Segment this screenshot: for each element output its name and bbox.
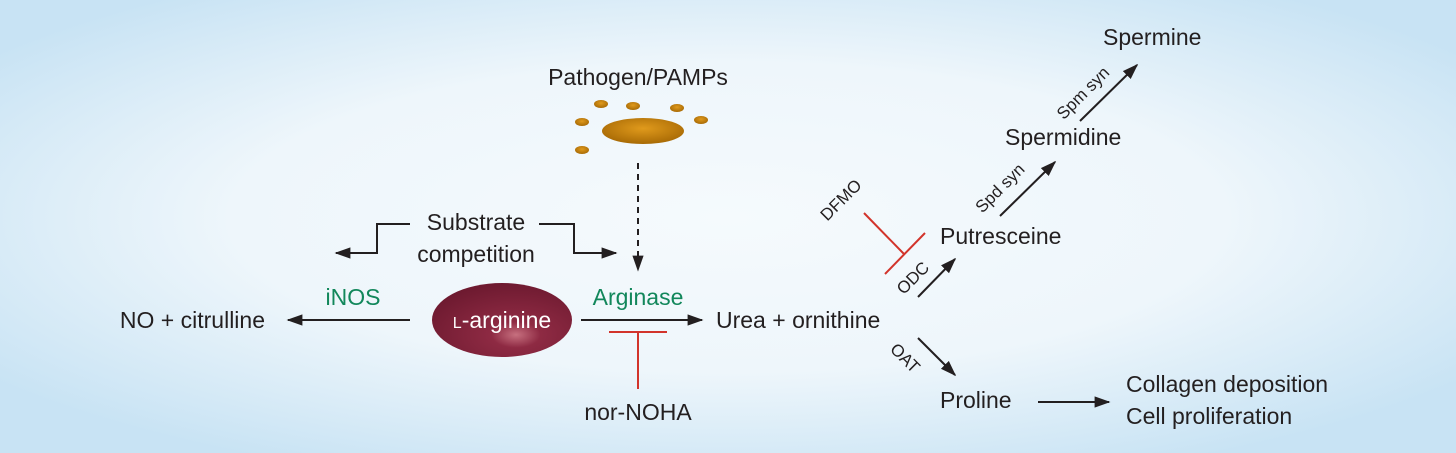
nor-noha-inhibitor <box>609 331 667 389</box>
no-citrulline-label: NO + citrulline <box>120 307 265 333</box>
competition-label: competition <box>417 241 535 267</box>
pathogen-label: Pathogen/PAMPs <box>548 64 728 90</box>
dfmo-label: DFMO <box>817 176 866 225</box>
l-arginine-text: -arginine <box>462 307 552 333</box>
cell-proliferation-label: Cell proliferation <box>1126 403 1292 429</box>
urea-ornithine-label: Urea + ornithine <box>716 307 880 333</box>
proline-label: Proline <box>940 387 1012 413</box>
competition-right-arrow <box>539 223 618 259</box>
spd-syn-label: Spd syn <box>972 160 1029 217</box>
spd-syn-arrow <box>999 160 1057 217</box>
l-arginine-prefix: L <box>453 315 462 332</box>
spm-syn-arrow <box>1079 63 1139 122</box>
spermidine-label: Spermidine <box>1005 124 1121 150</box>
substrate-label: Substrate <box>427 209 525 235</box>
l-arginine-label: L-arginine <box>453 307 551 333</box>
spermine-label: Spermine <box>1103 24 1201 50</box>
arginase-label: Arginase <box>593 284 684 310</box>
odc-arrow <box>917 257 957 298</box>
l-arginine-node <box>432 283 572 357</box>
odc-label: ODC <box>893 258 933 298</box>
dfmo-inhibitor <box>863 212 926 275</box>
putresceine-label: Putresceine <box>940 223 1061 249</box>
pathogen-icon <box>575 100 708 154</box>
inos-label: iNOS <box>326 284 381 310</box>
oat-arrow <box>917 337 957 377</box>
competition-left-arrow <box>334 223 410 259</box>
spm-syn-label: Spm syn <box>1053 63 1113 123</box>
collagen-label: Collagen deposition <box>1126 371 1328 397</box>
oat-label: OAT <box>886 339 923 376</box>
nor-noha-label: nor-NOHA <box>584 399 692 425</box>
